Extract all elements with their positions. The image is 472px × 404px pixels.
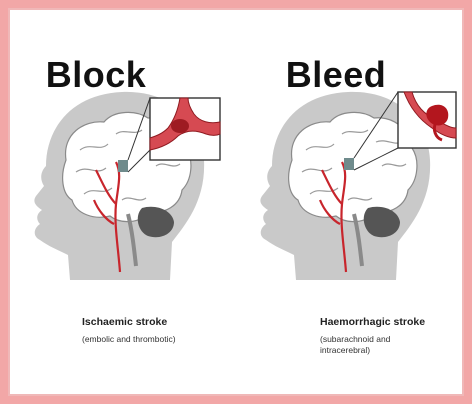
ruptured-vessel-inset xyxy=(398,92,456,148)
haemorrhagic-caption-title: Haemorrhagic stroke xyxy=(320,316,425,328)
blockage-site-marker xyxy=(118,160,128,172)
panel-block: Block xyxy=(10,10,238,394)
ischaemic-caption-title: Ischaemic stroke xyxy=(82,316,167,328)
blocked-artery-inset xyxy=(150,98,220,160)
panel-bleed: Bleed xyxy=(236,10,464,394)
figure-frame: Block xyxy=(8,8,464,396)
ischaemic-caption-subtitle: (embolic and thrombotic) xyxy=(82,334,192,345)
haemorrhagic-caption-subtitle: (subarachnoid and intracerebral) xyxy=(320,334,430,356)
bleed-site-marker xyxy=(344,158,354,170)
